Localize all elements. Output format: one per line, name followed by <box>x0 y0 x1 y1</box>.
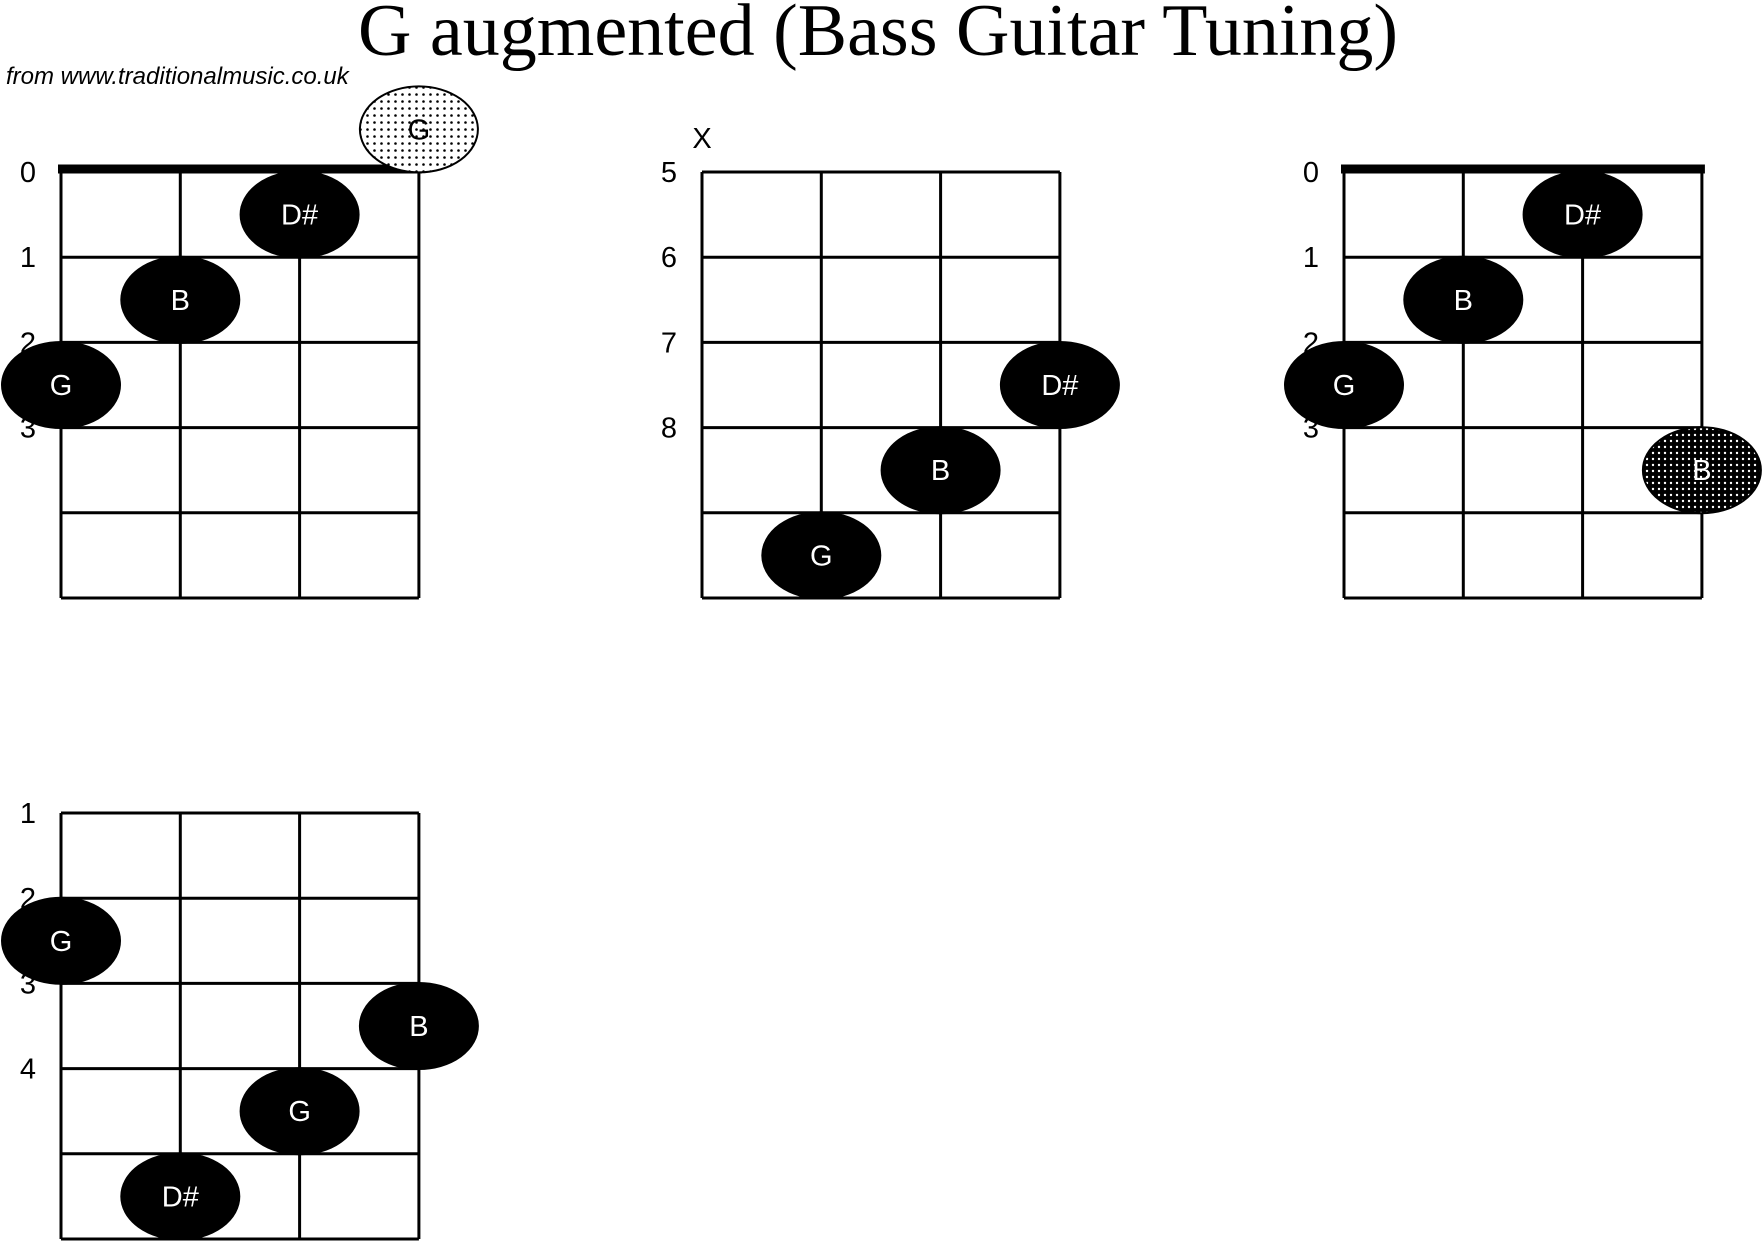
note-dot <box>239 170 360 259</box>
note-dot <box>358 982 479 1070</box>
note-marker-open: G <box>358 85 479 174</box>
note-dot <box>999 341 1120 429</box>
note-dot <box>1284 341 1404 429</box>
note-label: G <box>810 540 833 572</box>
note-dot <box>1 341 121 429</box>
note-dot <box>358 85 479 174</box>
fret-number: 6 <box>661 242 677 274</box>
note-marker-fretted: G <box>761 511 882 600</box>
note-label: G <box>288 1096 311 1128</box>
note-dot <box>120 255 241 344</box>
note-marker-optional: B <box>1641 426 1762 515</box>
page-title: G augmented (Bass Guitar Tuning) <box>358 0 1398 72</box>
fret-number: 1 <box>20 798 36 830</box>
note-dot <box>880 426 1001 515</box>
note-marker-fretted: G <box>1 896 121 985</box>
note-marker-fretted: G <box>239 1067 360 1156</box>
note-dot <box>1403 255 1524 344</box>
note-label: B <box>1692 455 1711 487</box>
note-marker-fretted: D# <box>120 1152 241 1241</box>
note-marker-fretted: B <box>880 426 1001 515</box>
note-marker-fretted: D# <box>999 341 1120 429</box>
note-label: B <box>931 455 950 487</box>
fret-number: 8 <box>661 413 677 445</box>
muted-string-marker: X <box>692 123 711 155</box>
note-marker-fretted: B <box>1403 255 1524 344</box>
note-label: D# <box>162 1181 199 1213</box>
note-dot <box>1 896 121 985</box>
note-label: G <box>408 114 431 146</box>
note-label: B <box>1454 285 1473 317</box>
note-label: G <box>50 370 73 402</box>
note-marker-fretted: B <box>358 982 479 1070</box>
fret-number: 0 <box>20 157 36 189</box>
note-label: D# <box>1041 370 1078 402</box>
note-label: G <box>1333 370 1356 402</box>
note-marker-fretted: G <box>1284 341 1404 429</box>
note-marker-fretted: B <box>120 255 241 344</box>
note-marker-fretted: D# <box>239 170 360 259</box>
note-label: D# <box>281 200 318 232</box>
fret-number: 1 <box>20 242 36 274</box>
note-dot <box>1522 170 1643 259</box>
note-label: B <box>409 1011 428 1043</box>
fret-number: 7 <box>661 327 677 359</box>
source-credit: from www.traditionalmusic.co.uk <box>6 63 351 90</box>
fret-number: 1 <box>1303 242 1319 274</box>
fret-number: 4 <box>20 1054 36 1086</box>
note-dot <box>1641 426 1762 515</box>
note-dot <box>239 1067 360 1156</box>
fret-number: 5 <box>661 157 677 189</box>
fret-number: 0 <box>1303 157 1319 189</box>
note-dot <box>761 511 882 600</box>
note-dot <box>120 1152 241 1241</box>
note-label: D# <box>1564 200 1601 232</box>
note-label: G <box>50 926 73 958</box>
note-marker-fretted: D# <box>1522 170 1643 259</box>
chord-diagram-2: 5 6 7 8 X D# B G <box>661 123 1120 600</box>
note-marker-fretted: G <box>1 341 121 429</box>
note-label: B <box>171 285 190 317</box>
